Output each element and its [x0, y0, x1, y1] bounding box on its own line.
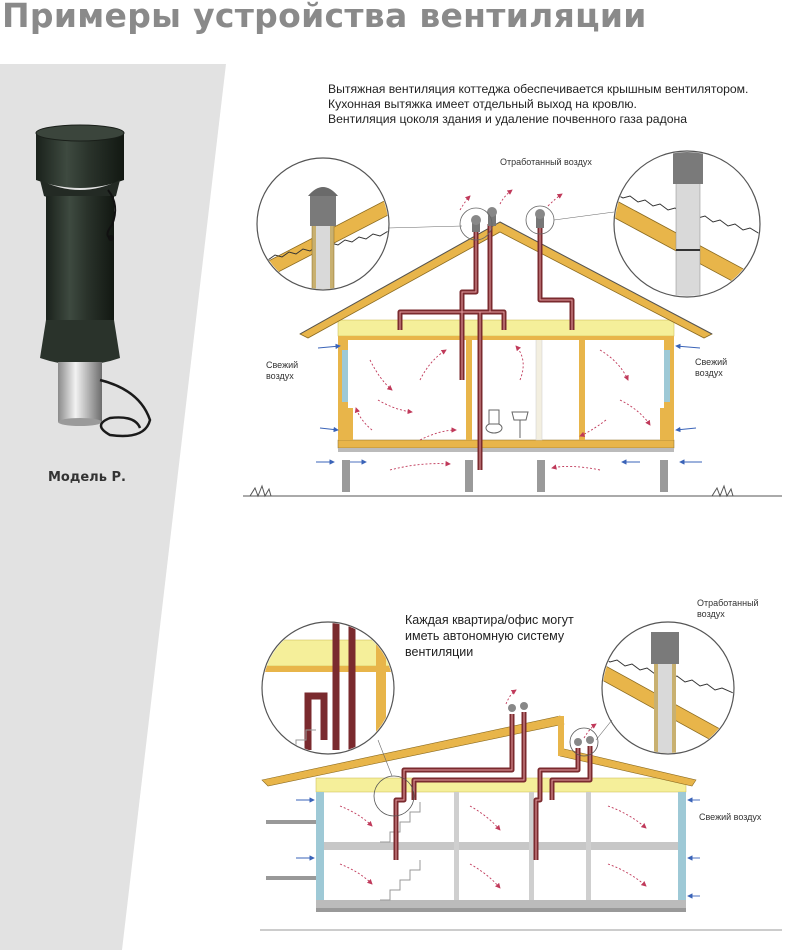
- caption-line: иметь автономную систему: [405, 629, 565, 643]
- caption-line: вентиляции: [405, 645, 474, 659]
- caption-line: Вытяжная вентиляция коттеджа обеспечивае…: [328, 82, 749, 96]
- caption-line: Каждая квартира/офис могут: [405, 613, 574, 627]
- fresh-air-label-left: Свежий воздух: [266, 360, 299, 381]
- fresh-air-label-right: Свежий воздух: [695, 357, 728, 378]
- exhaust-air-label-2: Отработанный воздух: [697, 598, 759, 619]
- caption-line: Кухонная вытяжка имеет отдельный выход н…: [328, 97, 637, 111]
- diagram2-caption: Каждая квартира/офис могут иметь автоном…: [405, 612, 574, 660]
- fresh-air-label-2: Свежий воздух: [699, 812, 762, 822]
- model-label: Модель Р.: [48, 470, 126, 485]
- diagram1-caption: Вытяжная вентиляция коттеджа обеспечивае…: [328, 82, 748, 127]
- page-title: Примеры устройства вентиляции: [2, 0, 647, 35]
- exhaust-air-label: Отработанный воздух: [500, 157, 592, 167]
- caption-line: Вентиляция цоколя здания и удаление почв…: [328, 112, 687, 126]
